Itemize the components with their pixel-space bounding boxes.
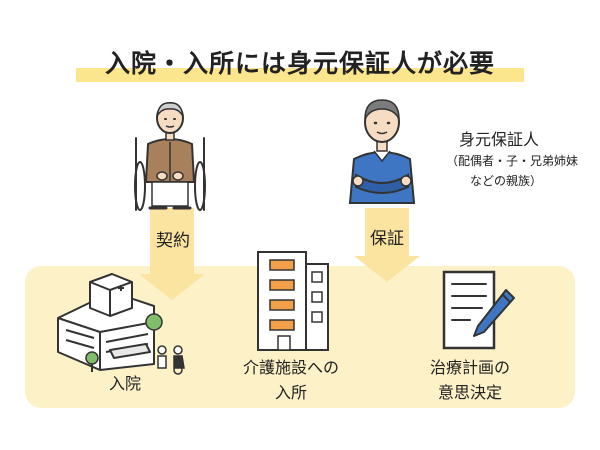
page-title: 入院・入所には身元保証人が必要 <box>104 49 495 78</box>
contract-arrow-head <box>139 274 205 300</box>
item-treatment-decision-label: 治療計画の 意思決定 <box>410 356 530 406</box>
care-facility-building-icon <box>257 251 329 351</box>
contract-label: 契約 <box>156 231 190 251</box>
elderly-wheelchair-icon <box>134 102 206 211</box>
man-arms-crossed-icon <box>348 99 416 204</box>
guarantee-arrow-shaft <box>365 208 409 256</box>
item-hospital-label-line1: 入院 <box>108 374 141 393</box>
document-pen-icon <box>442 270 515 350</box>
item-care-facility-label-line2: 入所 <box>274 382 307 402</box>
title-highlight <box>76 68 524 82</box>
item-treatment-decision-label-line2: 意思決定 <box>437 382 502 402</box>
guarantee-label: 保証 <box>370 229 404 249</box>
contract-arrow-shaft <box>150 208 194 274</box>
guarantor-note-line2: などの親族） <box>470 174 543 188</box>
item-care-facility-label: 介護施設への 入所 <box>226 356 356 406</box>
item-care-facility-label-line1: 介護施設への <box>242 358 339 377</box>
guarantor-title: 身元保証人 <box>459 130 540 149</box>
guarantor-note-line1: （配偶者・子・兄弟姉妹 <box>446 154 579 168</box>
item-hospital-label: 入院 <box>80 372 170 397</box>
item-treatment-decision-label-line1: 治療計画の <box>429 358 510 377</box>
hospital-icon <box>57 273 185 375</box>
guarantee-arrow-head <box>354 256 420 282</box>
